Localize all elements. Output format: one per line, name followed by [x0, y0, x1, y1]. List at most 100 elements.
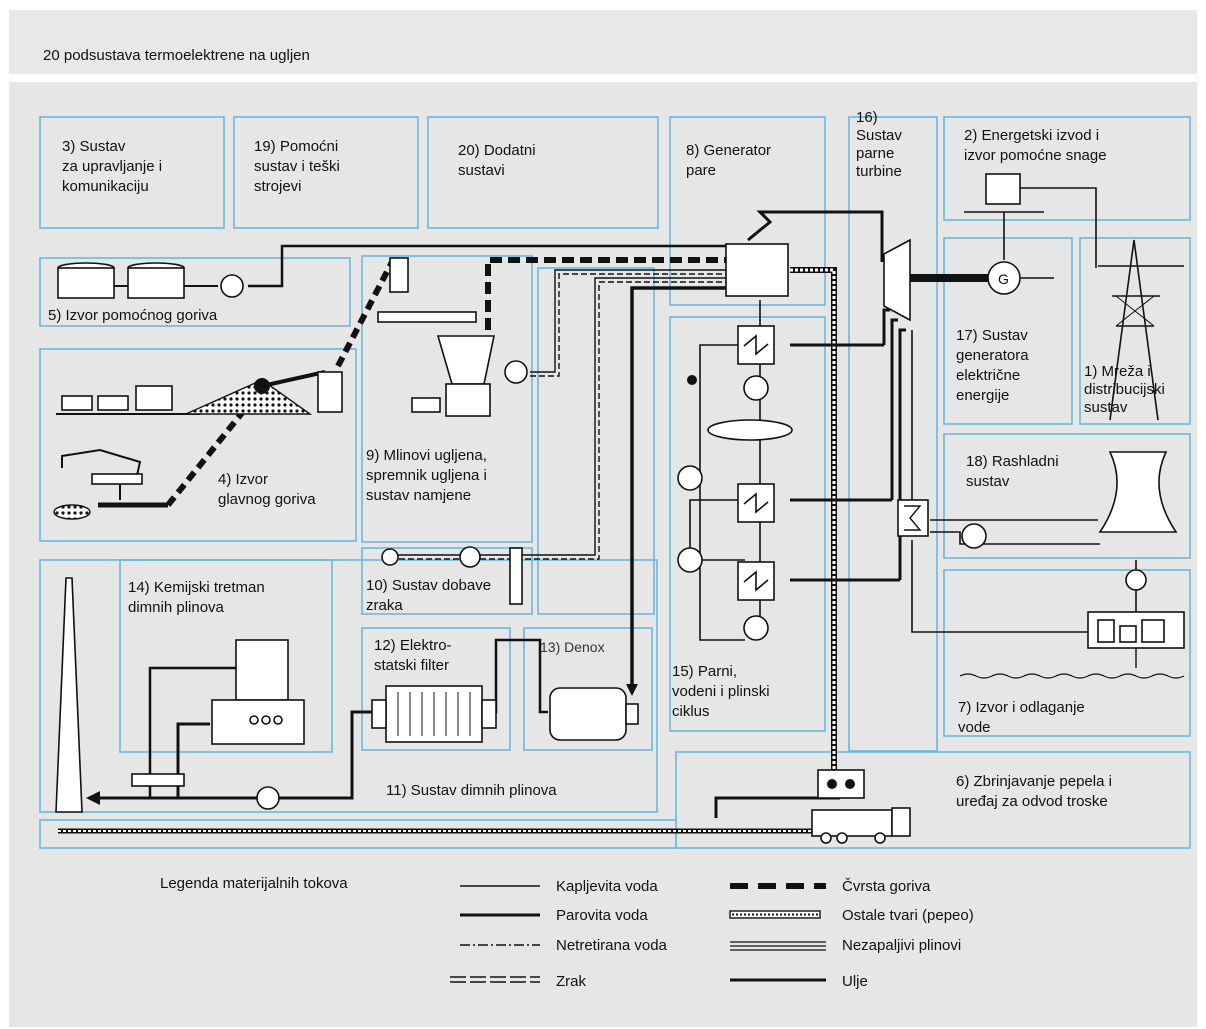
water-source-line: [911, 540, 1088, 633]
subsystem-box-11: [39, 559, 658, 813]
coal-feed-line: [485, 257, 728, 330]
oil-tank-2-body: [127, 267, 185, 299]
subsystem-box-2: [943, 116, 1191, 221]
stacker-icon: [254, 378, 270, 394]
coal-conveyor-3: [165, 386, 265, 507]
coal-feeder: [377, 311, 477, 323]
air-fan-icon: [504, 360, 528, 384]
denox-reactor: [549, 687, 627, 741]
label-subsystem-13: 13) Denox: [540, 639, 605, 655]
pylon-icon: [1109, 239, 1159, 421]
legend-label-4: Čvrsta goriva: [842, 878, 931, 895]
water-surface-icon: [959, 673, 1185, 679]
steam-line-4: [882, 308, 890, 345]
grid-line: [1020, 187, 1097, 268]
transformer-icon: [985, 173, 1021, 205]
oil-line: [248, 244, 728, 288]
pump-icon-3: [677, 547, 703, 573]
subsystem-box-1: [1079, 237, 1191, 425]
coal-conveyor-2: [335, 260, 395, 368]
feedwater-tank: [707, 419, 793, 441]
steam-line-main: [747, 210, 884, 262]
cooling-tower: [1098, 451, 1178, 533]
flue-gas-chemical-out: [148, 666, 236, 798]
legend-label-3: Zrak: [556, 973, 587, 990]
water-cycle-left2: [689, 499, 745, 561]
flue-gas-denox-filter: [488, 638, 548, 714]
label-subsystem-5: 5) Izvor pomoćnog goriva: [48, 307, 218, 324]
coal-wagon-1: [61, 395, 93, 411]
flue-gas-filter-stack: [100, 710, 372, 800]
subsystem-box-19: [233, 116, 419, 229]
steam-turbine: [883, 238, 911, 322]
air-line-1: [530, 269, 728, 373]
legend-title: Legenda materijalnih tokova: [160, 875, 348, 892]
flue-gas-heater: [131, 773, 185, 787]
generator-symbol: G: [998, 271, 1009, 287]
makeup-pump-icon: [1125, 569, 1147, 591]
legend-label-2: Netretirana voda: [556, 937, 668, 954]
cooling-pump-icon: [961, 523, 987, 549]
coal-bunker: [389, 257, 409, 293]
air-supply-fan-2: [459, 546, 481, 568]
subsystem-box-6: [675, 751, 1191, 849]
air-supply-fan-1: [381, 548, 399, 566]
air-preheater: [509, 547, 523, 605]
coal-conveyor-1: [261, 370, 326, 388]
label-subsystem-11: 11) Sustav dimnih plinova: [386, 782, 557, 799]
legend-label-7: Ulje: [842, 973, 868, 990]
legend-label-6: Nezapaljivi plinovi: [842, 937, 961, 954]
crane-base: [91, 473, 143, 485]
subsystem-box-20: [427, 116, 659, 229]
subsystem-box-9-inner: [537, 267, 655, 615]
title-bar: 20 podsustava termoelektrene na ugljen: [9, 10, 1197, 74]
subsystem-box-rail: [39, 819, 677, 849]
coal-silo: [317, 371, 343, 413]
flue-gas-fan-icon: [256, 786, 280, 810]
air-line-2: [390, 277, 728, 556]
locomotive: [135, 385, 173, 411]
legend-label-5: Ostale tvari (pepeo): [842, 907, 974, 924]
ash-truck: [811, 809, 893, 837]
page-title: 20 podsustava termoelektrene na ugljen: [43, 47, 310, 64]
ash-line-inner: [790, 268, 836, 770]
coal-mill-base: [445, 383, 491, 417]
pump-icon-1: [743, 375, 769, 401]
coal-wagon-2: [97, 395, 129, 411]
legend-label-1: Parovita voda: [556, 907, 648, 924]
air-line-2b: [390, 281, 728, 560]
pump-icon-2: [677, 465, 703, 491]
mill-motor: [411, 397, 441, 413]
subsystem-box-7: [943, 569, 1191, 737]
ash-silo: [817, 769, 865, 799]
chimney-stack: [55, 577, 83, 813]
oil-tank-1-body: [57, 267, 115, 299]
steam-line-6: [898, 328, 906, 580]
subsystem-box-4: [39, 348, 357, 542]
coal-boat-icon: [53, 504, 91, 520]
legend-label-0: Kapljevita voda: [556, 878, 658, 895]
water-cycle-left: [699, 344, 745, 641]
steam-line-5: [890, 318, 898, 500]
legend-swatch-ash: [729, 910, 821, 919]
air-line-1b: [530, 273, 728, 377]
oil-pump-icon: [220, 274, 244, 298]
subsystem-box-3: [39, 116, 225, 229]
coal-stockpile: [185, 379, 313, 415]
